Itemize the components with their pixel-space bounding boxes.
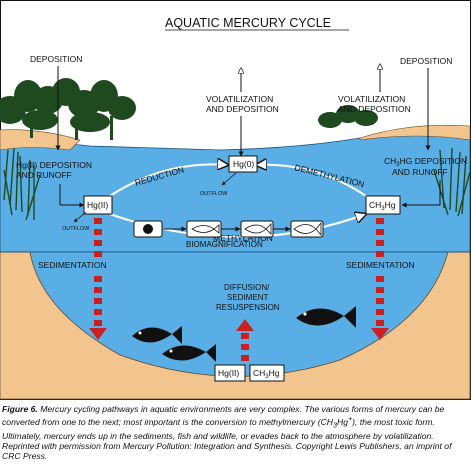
left-shore bbox=[0, 129, 81, 151]
fish-2 bbox=[162, 344, 216, 362]
outflow-left-label: OUTFLOW bbox=[62, 226, 90, 232]
small-fish-icon bbox=[191, 224, 220, 234]
caption-sub: 3 bbox=[333, 421, 337, 430]
methylation-label: METHYLATION bbox=[213, 233, 273, 243]
sediment-ch3hg-box bbox=[249, 364, 285, 382]
diffusion-label-2: SEDIMENT bbox=[227, 293, 268, 302]
caption-sup: + bbox=[347, 415, 353, 424]
ch3hg-runoff-label-1: CH3HG DEPOSITION bbox=[384, 156, 467, 168]
demethylation-arc bbox=[256, 165, 367, 197]
fish-group bbox=[132, 306, 356, 362]
volatilization-right-label-1: VOLATILIZATION bbox=[338, 94, 405, 104]
sediment-ch3hg-label: CH3Hg bbox=[253, 368, 280, 380]
reduction-arc bbox=[109, 164, 228, 197]
diffusion-up-arrow bbox=[236, 319, 254, 361]
food-chain: BIOMAGNIFICATION bbox=[133, 220, 324, 249]
diagram-title: AQUATIC MERCURY CYCLE bbox=[165, 16, 331, 30]
outflow-upper-arrow bbox=[221, 172, 237, 186]
hg0-box bbox=[228, 155, 258, 173]
sedimentation-left-arrow bbox=[89, 218, 107, 340]
sedimentation-right-arrow bbox=[371, 218, 389, 340]
lake-water-deep bbox=[30, 252, 448, 377]
sediment-hg2-box bbox=[214, 364, 246, 382]
large-fish-icon bbox=[293, 221, 322, 237]
ch3hg-label: CH3Hg bbox=[369, 200, 396, 212]
figure-caption: Figure 6. Mercury cycling pathways in aq… bbox=[2, 404, 469, 472]
sedimentation-right-label: SEDIMENTATION bbox=[346, 260, 415, 270]
diffusion-label-1: DIFFUSION/ bbox=[224, 283, 270, 292]
diffusion-label-3: RESUSPENSION bbox=[216, 303, 280, 312]
caption-text-3: ), the most toxic form. Ultimately, merc… bbox=[2, 417, 452, 462]
sedimentation-left-label: SEDIMENTATION bbox=[38, 260, 107, 270]
hg2-runoff-label-2: AND RUNOFF bbox=[16, 170, 72, 180]
ch3hg-runoff-label-2: AND RUNOFF bbox=[392, 167, 448, 177]
plankton-icon bbox=[143, 224, 153, 234]
fish-3 bbox=[296, 306, 356, 328]
forest-left bbox=[0, 78, 136, 140]
outflow-upper-label: OUTFLOW bbox=[200, 191, 228, 197]
ch3hg-box bbox=[365, 195, 401, 215]
caption-text-2: Hg bbox=[336, 417, 348, 428]
reeds-left bbox=[3, 147, 41, 221]
reeds-right bbox=[433, 147, 471, 217]
volatilization-center-label-1: VOLATILIZATION bbox=[206, 94, 273, 104]
mercury-cycle-diagram: AQUATIC MERCURY CYCLE DEPOSITION DEPOSIT… bbox=[0, 0, 471, 400]
outflow-left-arrow bbox=[73, 211, 87, 223]
volatilization-center-label-2: AND DEPOSITION bbox=[206, 104, 279, 114]
hg2-runoff-label-1: Hg(II) DEPOSITION bbox=[16, 160, 92, 170]
caption-label: Figure 6. bbox=[2, 404, 38, 414]
medium-fish-icon bbox=[244, 223, 272, 235]
biomagnification-label: BIOMAGNIFICATION bbox=[186, 240, 263, 249]
forest-right bbox=[318, 105, 378, 128]
volatilization-right-label-2: AND DEPOSITION bbox=[338, 104, 411, 114]
deposition-right-label: DEPOSITION bbox=[400, 56, 452, 66]
sediment-hg2-label: Hg(II) bbox=[218, 368, 239, 378]
hg0-label: Hg(0) bbox=[233, 159, 254, 169]
deposition-left-label: DEPOSITION bbox=[30, 54, 82, 64]
hg2-label: Hg(II) bbox=[87, 200, 108, 210]
hg2-box bbox=[83, 195, 113, 215]
caption-text-1: Mercury cycling pathways in aquatic envi… bbox=[2, 404, 445, 428]
right-shore bbox=[359, 124, 471, 141]
fish-1 bbox=[132, 326, 182, 344]
